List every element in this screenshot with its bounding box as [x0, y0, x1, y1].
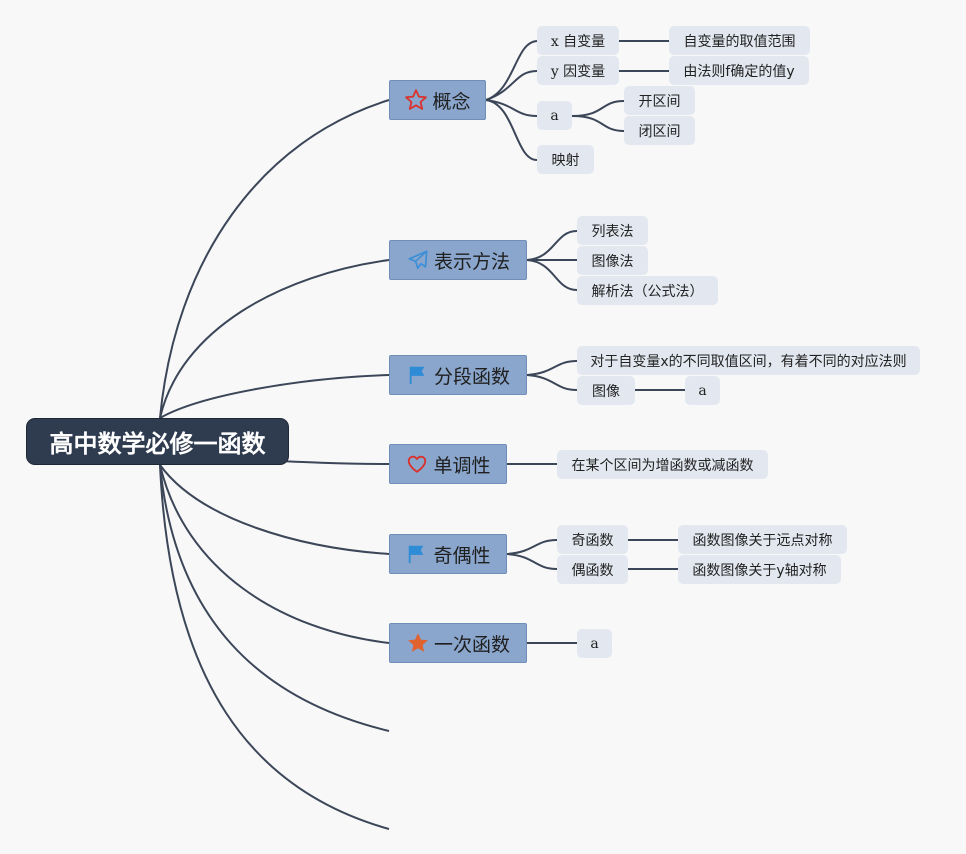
link-concept-x — [485, 40, 538, 101]
node-x-variable[interactable]: x 自变量 — [537, 26, 619, 55]
link-root-piecewise — [159, 374, 390, 419]
paper-plane-icon — [406, 248, 430, 272]
root-topic[interactable]: 高中数学必修一函数 — [26, 418, 289, 465]
branch-parity-label: 奇偶性 — [433, 544, 491, 567]
node-table-method[interactable]: 列表法 — [577, 216, 648, 245]
link-parity-even — [506, 553, 558, 570]
branch-concept[interactable]: 概念 — [389, 80, 486, 120]
branch-representation-label: 表示方法 — [433, 250, 510, 273]
node-piecewise-graph[interactable]: 图像 — [577, 376, 635, 405]
node-formula-method[interactable]: 解析法（公式法） — [577, 276, 718, 305]
link-concept-mapping — [485, 99, 538, 161]
link-rep-table — [526, 230, 578, 261]
node-open-interval[interactable]: 开区间 — [624, 86, 695, 115]
branch-concept-label: 概念 — [432, 90, 471, 113]
link-root-parity — [159, 464, 390, 555]
flag-icon — [406, 363, 430, 387]
link-rep-formula — [526, 259, 578, 291]
node-closed-interval[interactable]: 闭区间 — [624, 116, 695, 145]
link-a-closed — [571, 115, 625, 132]
node-x-range[interactable]: 自变量的取值范围 — [669, 26, 810, 55]
heart-outline-icon — [405, 452, 429, 476]
link-root-empty-1 — [159, 464, 390, 732]
link-root-empty-2 — [159, 464, 390, 830]
node-even-function[interactable]: 偶函数 — [557, 555, 628, 584]
branch-representation[interactable]: 表示方法 — [389, 240, 527, 280]
node-piecewise-rule[interactable]: 对于自变量x的不同取值区间，有着不同的对应法则 — [577, 346, 920, 375]
root-topic-label: 高中数学必修一函数 — [49, 430, 266, 458]
branch-piecewise[interactable]: 分段函数 — [389, 355, 527, 395]
node-y-variable[interactable]: y 因变量 — [537, 56, 619, 85]
star-filled-icon — [406, 631, 430, 655]
node-graph-method[interactable]: 图像法 — [577, 246, 648, 275]
branch-parity[interactable]: 奇偶性 — [389, 534, 507, 574]
link-piece-rule — [526, 360, 578, 376]
link-root-representation — [159, 259, 390, 419]
node-concept-a[interactable]: a — [537, 101, 572, 130]
node-odd-function[interactable]: 奇函数 — [557, 525, 628, 554]
link-parity-odd — [506, 539, 558, 555]
link-piece-graph — [526, 374, 578, 391]
link-root-concept — [159, 99, 390, 419]
node-linear-a[interactable]: a — [577, 629, 612, 658]
flag-icon — [405, 542, 429, 566]
branch-linear-function[interactable]: 一次函数 — [389, 623, 527, 663]
branch-piecewise-label: 分段函数 — [433, 365, 510, 388]
branch-monotonicity[interactable]: 单调性 — [389, 444, 507, 484]
link-concept-y — [485, 70, 538, 101]
node-monotonic-def[interactable]: 在某个区间为增函数或减函数 — [557, 450, 768, 479]
branch-linear-function-label: 一次函数 — [433, 633, 510, 656]
node-mapping[interactable]: 映射 — [537, 145, 594, 174]
star-outline-icon — [404, 88, 428, 112]
branch-monotonicity-label: 单调性 — [433, 454, 491, 477]
node-piecewise-graph-a[interactable]: a — [685, 376, 720, 405]
node-y-value[interactable]: 由法则f确定的值y — [669, 56, 809, 85]
node-odd-def[interactable]: 函数图像关于远点对称 — [678, 525, 847, 554]
link-root-linear — [159, 464, 390, 644]
node-even-def[interactable]: 函数图像关于y轴对称 — [678, 555, 841, 584]
link-a-open — [571, 100, 625, 117]
